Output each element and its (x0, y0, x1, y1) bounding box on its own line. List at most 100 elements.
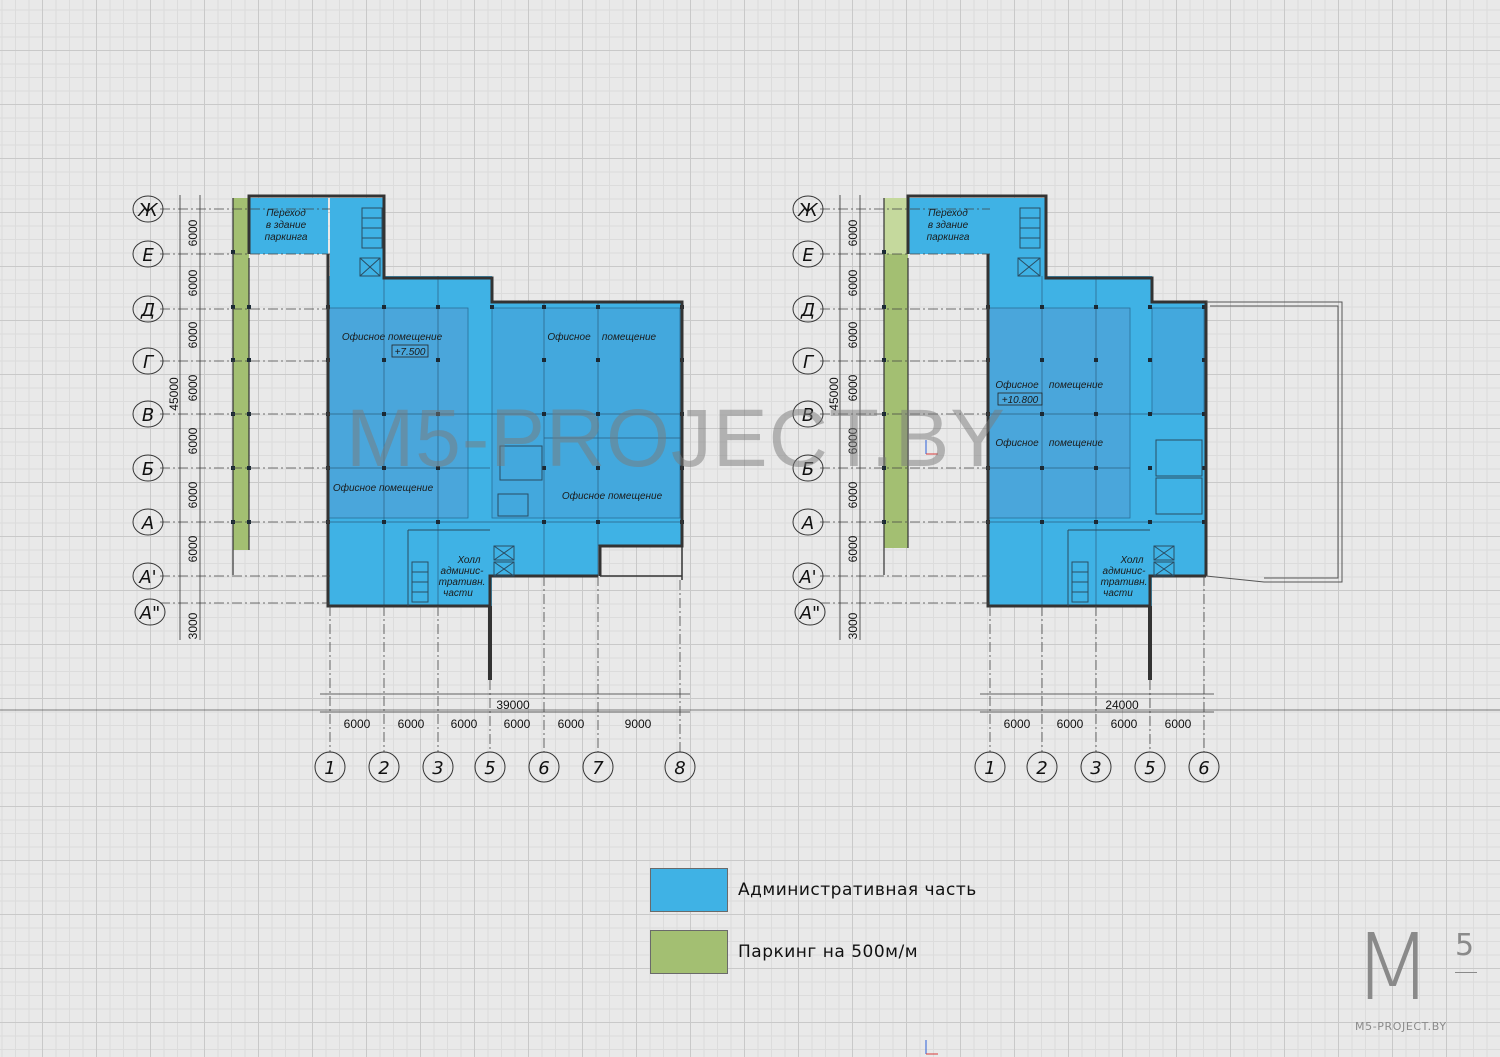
row-span: 6000 (186, 321, 200, 348)
column-axis-label: 2 (378, 758, 389, 779)
column-axis-label: 3 (1090, 758, 1101, 779)
column-axis-label: 5 (484, 758, 495, 779)
row-span: 6000 (846, 535, 860, 562)
left-vertical-dimensions: 6000 6000 6000 6000 6000 6000 6000 3000 … (167, 219, 200, 639)
row-axis-label: В (802, 405, 814, 426)
row-axis-label: А (141, 513, 154, 534)
row-axis-label: Г (803, 352, 815, 373)
row-span: 3000 (186, 612, 200, 639)
left-horizontal-dimensions: 39000 6000 6000 6000 6000 6000 9000 (344, 698, 652, 731)
right-row-axes: Ж Е Д Г В Б А А' А" (792, 195, 826, 626)
column-axis-label: 1 (324, 758, 335, 779)
left-row-axes: Ж Е Д Г В Б А А' А" (132, 195, 166, 626)
row-axis-label: Ж (797, 200, 818, 221)
column-axis-label: 6 (538, 758, 549, 779)
office-d-label: Офисное помещение (562, 490, 663, 502)
row-span: 6000 (186, 427, 200, 454)
col-span: 6000 (398, 717, 425, 731)
total-vertical-dimension: 45000 (167, 377, 181, 411)
row-span: 6000 (186, 269, 200, 296)
legend-swatch-parking (650, 930, 728, 974)
col-span: 6000 (1057, 717, 1084, 731)
total-horizontal-dimension: 39000 (496, 698, 530, 712)
row-axis-label: Д (800, 300, 815, 321)
column-axis-label: 3 (432, 758, 443, 779)
office-a-label-2: помещение (1049, 380, 1104, 391)
hall-label-2: админис- (441, 566, 485, 577)
left-column-axes: 1 2 3 5 6 7 8 (314, 751, 696, 783)
legend-label-admin: Административная часть (738, 880, 977, 900)
left-floor-plan: Переход в здание паркинга Офисное помеще… (132, 194, 696, 783)
watermark-text: M5-PROJECT.BY (346, 393, 1006, 484)
row-axis-label: Б (802, 459, 814, 480)
column-axis-label: 5 (1144, 758, 1155, 779)
row-span: 3000 (846, 612, 860, 639)
row-axis-label: Г (143, 352, 155, 373)
col-span: 6000 (1165, 717, 1192, 731)
parking-strip (233, 198, 249, 550)
row-axis-label: Б (142, 459, 154, 480)
right-room-labels: Переход в здание паркинга Офисное помеще… (927, 208, 1148, 599)
column-axis-label: 2 (1036, 758, 1047, 779)
left-room-labels: Переход в здание паркинга Офисное помеще… (265, 208, 663, 599)
row-span: 6000 (186, 481, 200, 508)
office-a-label: Офисное помещение (342, 331, 443, 343)
transfer-label-1: Переход (266, 208, 306, 219)
hall-label-2: админис- (1103, 566, 1147, 577)
column-axis-label: 6 (1198, 758, 1209, 779)
row-axis-label: Д (140, 300, 155, 321)
legend-swatch-admin (650, 868, 728, 912)
transfer-label-1: Переход (928, 208, 968, 219)
row-span: 6000 (846, 374, 860, 401)
office-level: +10.800 (1002, 395, 1039, 406)
office-b-label-2: помещение (1049, 438, 1104, 449)
right-horizontal-dimensions: 24000 6000 6000 6000 6000 (1004, 698, 1192, 731)
row-axis-label: А' (138, 567, 156, 588)
hall-label-3: тративн. (439, 577, 486, 588)
office-c-label: Офисное помещение (333, 482, 434, 494)
row-axis-label: А (801, 513, 814, 534)
row-span: 6000 (186, 374, 200, 401)
col-span: 9000 (625, 717, 652, 731)
row-axis-label: А" (139, 603, 161, 624)
right-floor-plan: Переход в здание паркинга Офисное помеще… (792, 194, 1343, 783)
row-span: 6000 (846, 219, 860, 246)
office-b-label-1: Офисное (547, 331, 591, 343)
row-span: 6000 (846, 481, 860, 508)
legend-item-admin: Административная часть (650, 868, 977, 912)
col-span: 6000 (451, 717, 478, 731)
parking-strip (884, 198, 908, 548)
col-span: 6000 (558, 717, 585, 731)
legend-label-parking: Паркинг на 500м/м (738, 942, 919, 962)
col-span: 6000 (344, 717, 371, 731)
total-horizontal-dimension: 24000 (1105, 698, 1139, 712)
col-span: 6000 (504, 717, 531, 731)
row-axis-label: А" (799, 603, 821, 624)
row-span: 6000 (186, 535, 200, 562)
transfer-label-3: паркинга (927, 232, 970, 243)
row-span: 6000 (186, 219, 200, 246)
transfer-label-2: в здание (928, 220, 969, 231)
office-a-label-1: Офисное (995, 379, 1039, 391)
row-span: 6000 (846, 269, 860, 296)
col-span: 6000 (1111, 717, 1138, 731)
hall-label-1: Холл (1119, 555, 1143, 566)
logo-divider (1455, 972, 1477, 973)
office-b-label-1: Офисное (995, 437, 1039, 449)
row-axis-label: Е (142, 245, 154, 266)
transfer-label-2: в здание (266, 220, 307, 231)
row-axis-label: А' (798, 567, 816, 588)
hall-label-4: части (1103, 588, 1133, 599)
logo-mark: M (1353, 914, 1433, 1021)
office-a-level: +7.500 (395, 347, 426, 358)
hall-label-1: Холл (456, 555, 480, 566)
office-b-label-2: помещение (602, 332, 657, 343)
column-axis-label: 1 (984, 758, 995, 779)
row-span: 6000 (846, 427, 860, 454)
row-axis-label: Е (802, 245, 814, 266)
hall-label-3: тративн. (1101, 577, 1148, 588)
row-span: 6000 (846, 321, 860, 348)
column-axis-label: 8 (674, 758, 685, 779)
total-vertical-dimension: 45000 (827, 377, 841, 411)
